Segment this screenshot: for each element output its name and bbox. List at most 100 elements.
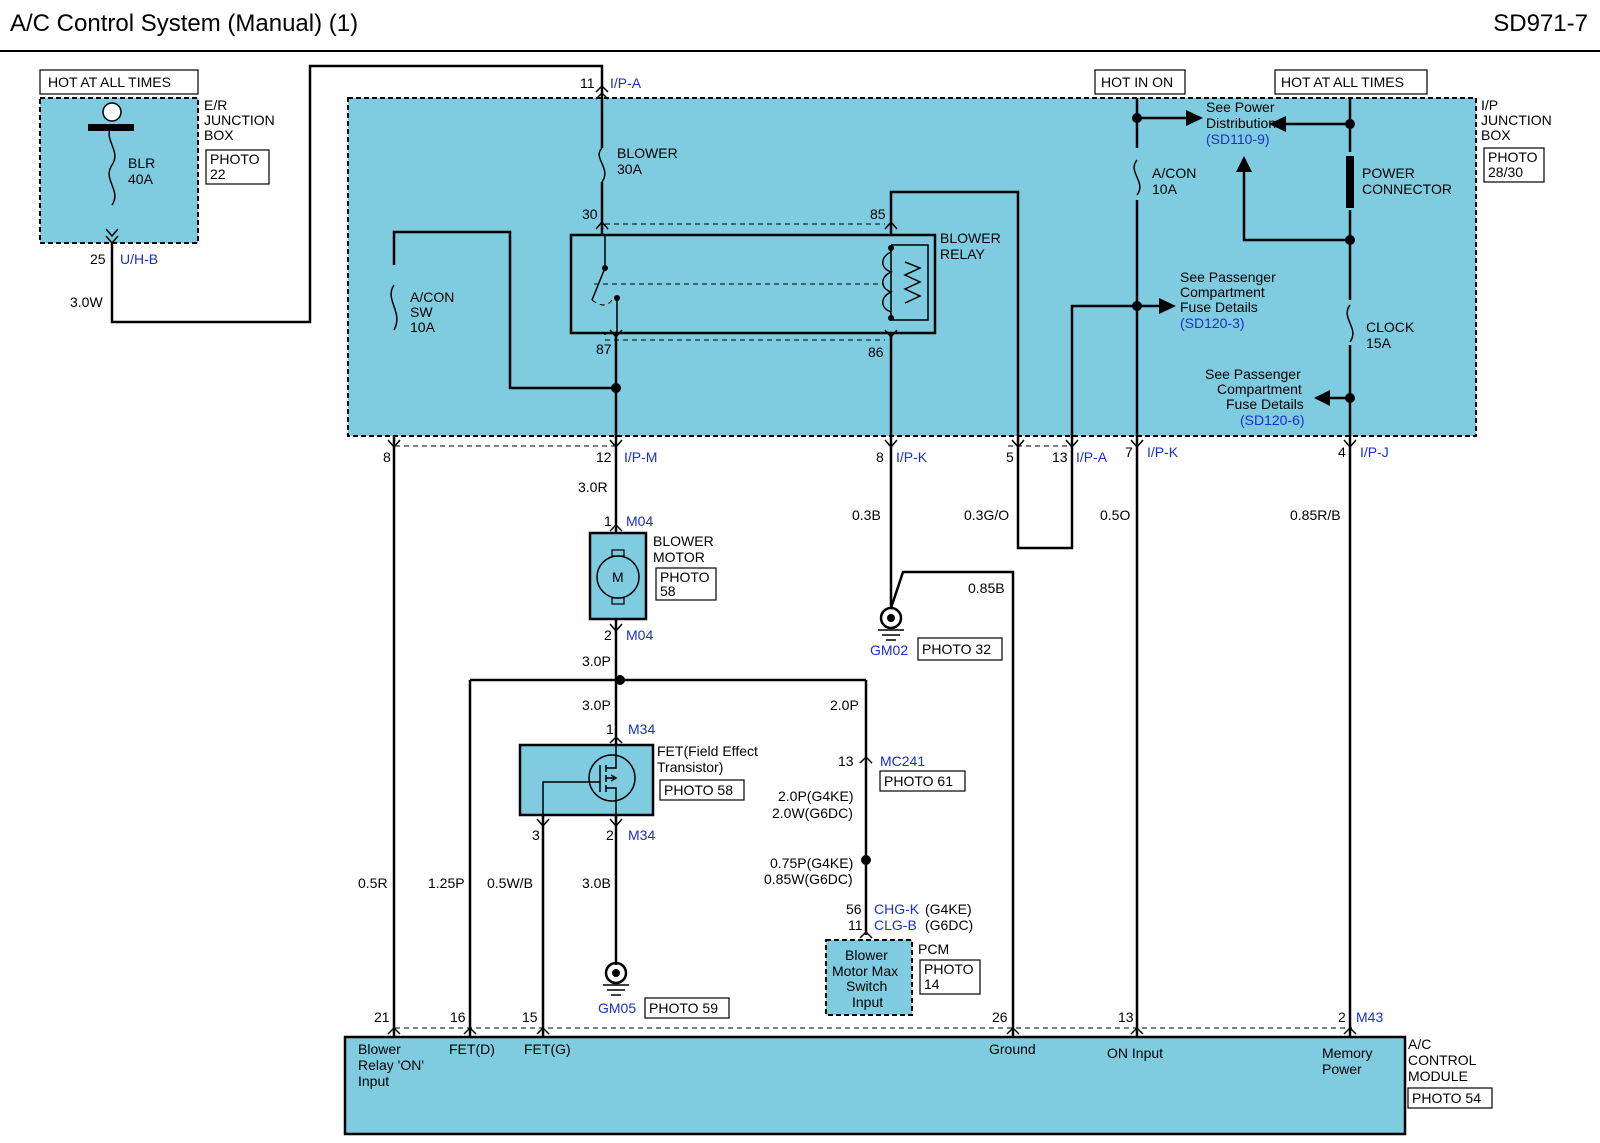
svg-text:2.0W(G6DC): 2.0W(G6DC) — [772, 805, 853, 821]
arrows — [1159, 110, 1330, 406]
svg-text:13: 13 — [1118, 1009, 1134, 1025]
svg-text:BLR: BLR — [128, 155, 155, 171]
photo22-box — [205, 149, 270, 185]
junction-dots — [611, 113, 1355, 865]
svg-text:14: 14 — [924, 976, 940, 992]
svg-text:BOX: BOX — [1481, 127, 1511, 143]
svg-text:15: 15 — [522, 1009, 538, 1025]
svg-text:I/P-J: I/P-J — [1360, 444, 1389, 460]
svg-text:MOTOR: MOTOR — [653, 549, 705, 565]
fet-box — [518, 743, 655, 817]
svg-text:M43: M43 — [1356, 1009, 1383, 1025]
svg-text:Compartment: Compartment — [1180, 284, 1265, 300]
svg-text:Fuse Details: Fuse Details — [1180, 299, 1258, 315]
hot-in-on-box — [1094, 69, 1186, 95]
svg-text:I/P-K: I/P-K — [896, 449, 928, 465]
svg-text:8: 8 — [876, 449, 884, 465]
svg-text:40A: 40A — [128, 171, 154, 187]
svg-text:Blower: Blower — [845, 947, 888, 963]
ip-junction-box — [347, 97, 1477, 437]
svg-text:28/30: 28/30 — [1488, 164, 1523, 180]
photo58b-box — [659, 779, 745, 801]
svg-text:PHOTO 58: PHOTO 58 — [664, 782, 733, 798]
svg-text:87: 87 — [596, 341, 612, 357]
svg-text:13: 13 — [1052, 449, 1068, 465]
page-code: SD971-7 — [1493, 10, 1588, 37]
svg-text:ON Input: ON Input — [1107, 1045, 1163, 1061]
svg-text:JUNCTION: JUNCTION — [1481, 112, 1552, 128]
svg-text:25: 25 — [90, 251, 106, 267]
svg-text:PHOTO: PHOTO — [210, 151, 260, 167]
svg-text:GM05: GM05 — [598, 1000, 636, 1016]
svg-text:0.3B: 0.3B — [852, 507, 881, 523]
svg-text:0.85B: 0.85B — [968, 580, 1005, 596]
svg-text:2.0P: 2.0P — [830, 697, 859, 713]
svg-text:13: 13 — [838, 753, 854, 769]
svg-text:M34: M34 — [628, 827, 655, 843]
svg-text:I/P-M: I/P-M — [624, 449, 657, 465]
svg-text:JUNCTION: JUNCTION — [204, 112, 275, 128]
hot-in-on-label: HOT IN ON — [1101, 74, 1173, 90]
photo59-box — [644, 997, 730, 1019]
svg-text:I/P-A: I/P-A — [610, 75, 642, 91]
svg-text:15A: 15A — [1366, 335, 1392, 351]
svg-text:12: 12 — [596, 449, 612, 465]
hot-all-times-box-1 — [39, 69, 199, 95]
svg-text:26: 26 — [992, 1009, 1008, 1025]
svg-text:(G4KE): (G4KE) — [925, 901, 972, 917]
svg-text:2: 2 — [606, 827, 614, 843]
connector-chevrons — [105, 84, 1357, 1035]
svg-text:(SD120-3): (SD120-3) — [1180, 315, 1245, 331]
svg-text:10A: 10A — [1152, 181, 1178, 197]
svg-text:CLG-B: CLG-B — [874, 917, 917, 933]
svg-text:Power: Power — [1322, 1061, 1362, 1077]
svg-text:FET(D): FET(D) — [449, 1041, 495, 1057]
svg-text:See Passenger: See Passenger — [1180, 269, 1276, 285]
svg-text:BOX: BOX — [204, 127, 234, 143]
svg-text:21: 21 — [374, 1009, 390, 1025]
relay-switch-icon — [591, 235, 620, 335]
photo14-box — [919, 959, 981, 995]
svg-text:3: 3 — [532, 827, 540, 843]
svg-text:56: 56 — [846, 901, 862, 917]
svg-text:PHOTO 59: PHOTO 59 — [649, 1000, 718, 1016]
svg-text:10A: 10A — [410, 319, 436, 335]
photo32-box — [917, 637, 1003, 661]
svg-text:Switch: Switch — [846, 978, 887, 994]
svg-text:2: 2 — [604, 627, 612, 643]
svg-text:Transistor): Transistor) — [657, 759, 723, 775]
svg-text:1.25P: 1.25P — [428, 875, 465, 891]
svg-text:8: 8 — [383, 449, 391, 465]
svg-text:0.3G/O: 0.3G/O — [964, 507, 1009, 523]
svg-text:30A: 30A — [617, 161, 643, 177]
hot-all-times-box-2 — [1274, 69, 1428, 95]
svg-text:M04: M04 — [626, 627, 653, 643]
svg-text:GM02: GM02 — [870, 642, 908, 658]
clock-fuse — [1346, 304, 1354, 343]
svg-text:Blower: Blower — [358, 1041, 401, 1057]
svg-text:BLOWER: BLOWER — [617, 145, 678, 161]
svg-text:(SD110-9): (SD110-9) — [1206, 131, 1270, 147]
svg-text:CONNECTOR: CONNECTOR — [1362, 181, 1452, 197]
svg-text:M: M — [612, 569, 624, 585]
svg-text:Compartment: Compartment — [1217, 381, 1302, 397]
svg-text:0.5R: 0.5R — [358, 875, 388, 891]
svg-text:2: 2 — [1338, 1009, 1346, 1025]
svg-text:A/CON: A/CON — [1152, 165, 1196, 181]
svg-text:Fuse Details: Fuse Details — [1226, 396, 1304, 412]
page-header: A/C Control System (Manual) (1) SD971-7 — [0, 0, 1600, 52]
svg-text:I/P-K: I/P-K — [1147, 444, 1179, 460]
svg-text:I/P-A: I/P-A — [1076, 449, 1108, 465]
svg-text:PHOTO: PHOTO — [924, 961, 974, 977]
photo61-box — [879, 770, 966, 792]
photo2830-box — [1483, 147, 1545, 183]
svg-text:85: 85 — [870, 206, 886, 222]
svg-text:M04: M04 — [626, 513, 653, 529]
svg-text:2.0P(G4KE): 2.0P(G4KE) — [778, 788, 853, 804]
photo54-box — [1407, 1087, 1493, 1109]
svg-text:PHOTO: PHOTO — [660, 569, 710, 585]
svg-text:POWER: POWER — [1362, 165, 1415, 181]
power-connector-icon — [1346, 156, 1354, 208]
battery-icon — [102, 102, 122, 122]
